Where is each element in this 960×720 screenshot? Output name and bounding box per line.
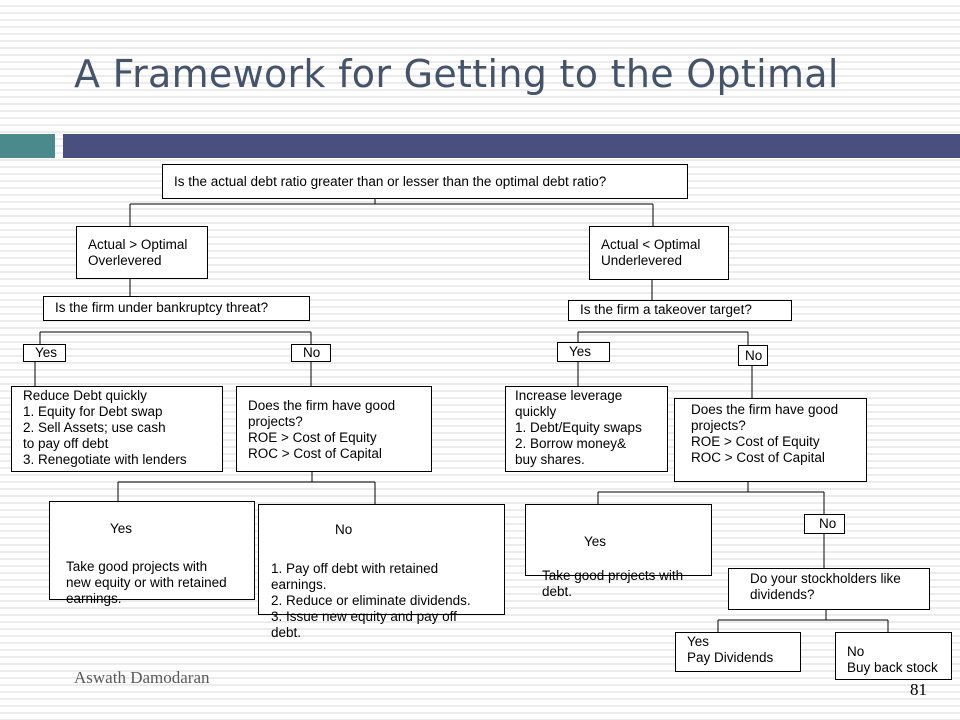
take-projects-debt-box: Yes Take good projects with debt. <box>525 504 712 599</box>
increase-leverage-box: Increase leverage quickly 1. Debt/Equity… <box>505 386 668 472</box>
takeover-question-box: Is the firm a takeover target? <box>568 300 792 321</box>
takeover-yes-box: Yes <box>557 342 610 362</box>
footer-author: Aswath Damodaran <box>74 668 210 687</box>
accent-bar-right <box>63 134 960 158</box>
take-projects-equity-text: Take good projects with new equity or wi… <box>66 559 227 606</box>
take-projects-equity-label: Yes <box>110 521 133 536</box>
pay-off-debt-box: No 1. Pay off debt with retained earning… <box>258 504 505 640</box>
buy-back-box: No Buy back stock <box>835 632 952 680</box>
accent-bar-left <box>0 134 55 158</box>
page-number: 81 <box>910 680 927 699</box>
pay-dividends-box: Yes Pay Dividends <box>675 632 801 672</box>
overlevered-box: Actual > Optimal Overlevered <box>76 226 208 279</box>
slide-title: A Framework for Getting to the Optimal <box>74 52 839 96</box>
take-projects-debt-text: Take good projects with debt. <box>542 568 684 599</box>
bankruptcy-no-box: No <box>291 344 331 362</box>
bankruptcy-question-box: Is the firm under bankruptcy threat? <box>43 296 310 321</box>
underlevered-box: Actual < Optimal Underlevered <box>589 226 729 280</box>
good-projects-question-box-2: Does the firm have good projects? ROE > … <box>674 398 867 482</box>
bankruptcy-yes-box: Yes <box>23 344 66 362</box>
root-question-box: Is the actual debt ratio greater than or… <box>162 164 688 199</box>
dividends-question-box: Do your stockholders like dividends? <box>728 568 930 610</box>
good-projects-question-box-1: Does the firm have good projects? ROE > … <box>236 386 432 472</box>
take-projects-debt-label: Yes <box>584 534 607 549</box>
takeover-no-box: No <box>738 345 768 366</box>
pay-off-debt-text: 1. Pay off debt with retained earnings. … <box>271 561 471 640</box>
projects-no-box: No <box>804 514 845 534</box>
pay-off-debt-label: No <box>335 522 353 537</box>
reduce-debt-box: Reduce Debt quickly 1. Equity for Debt s… <box>11 386 223 472</box>
take-projects-equity-box: Yes Take good projects with new equity o… <box>49 501 255 606</box>
